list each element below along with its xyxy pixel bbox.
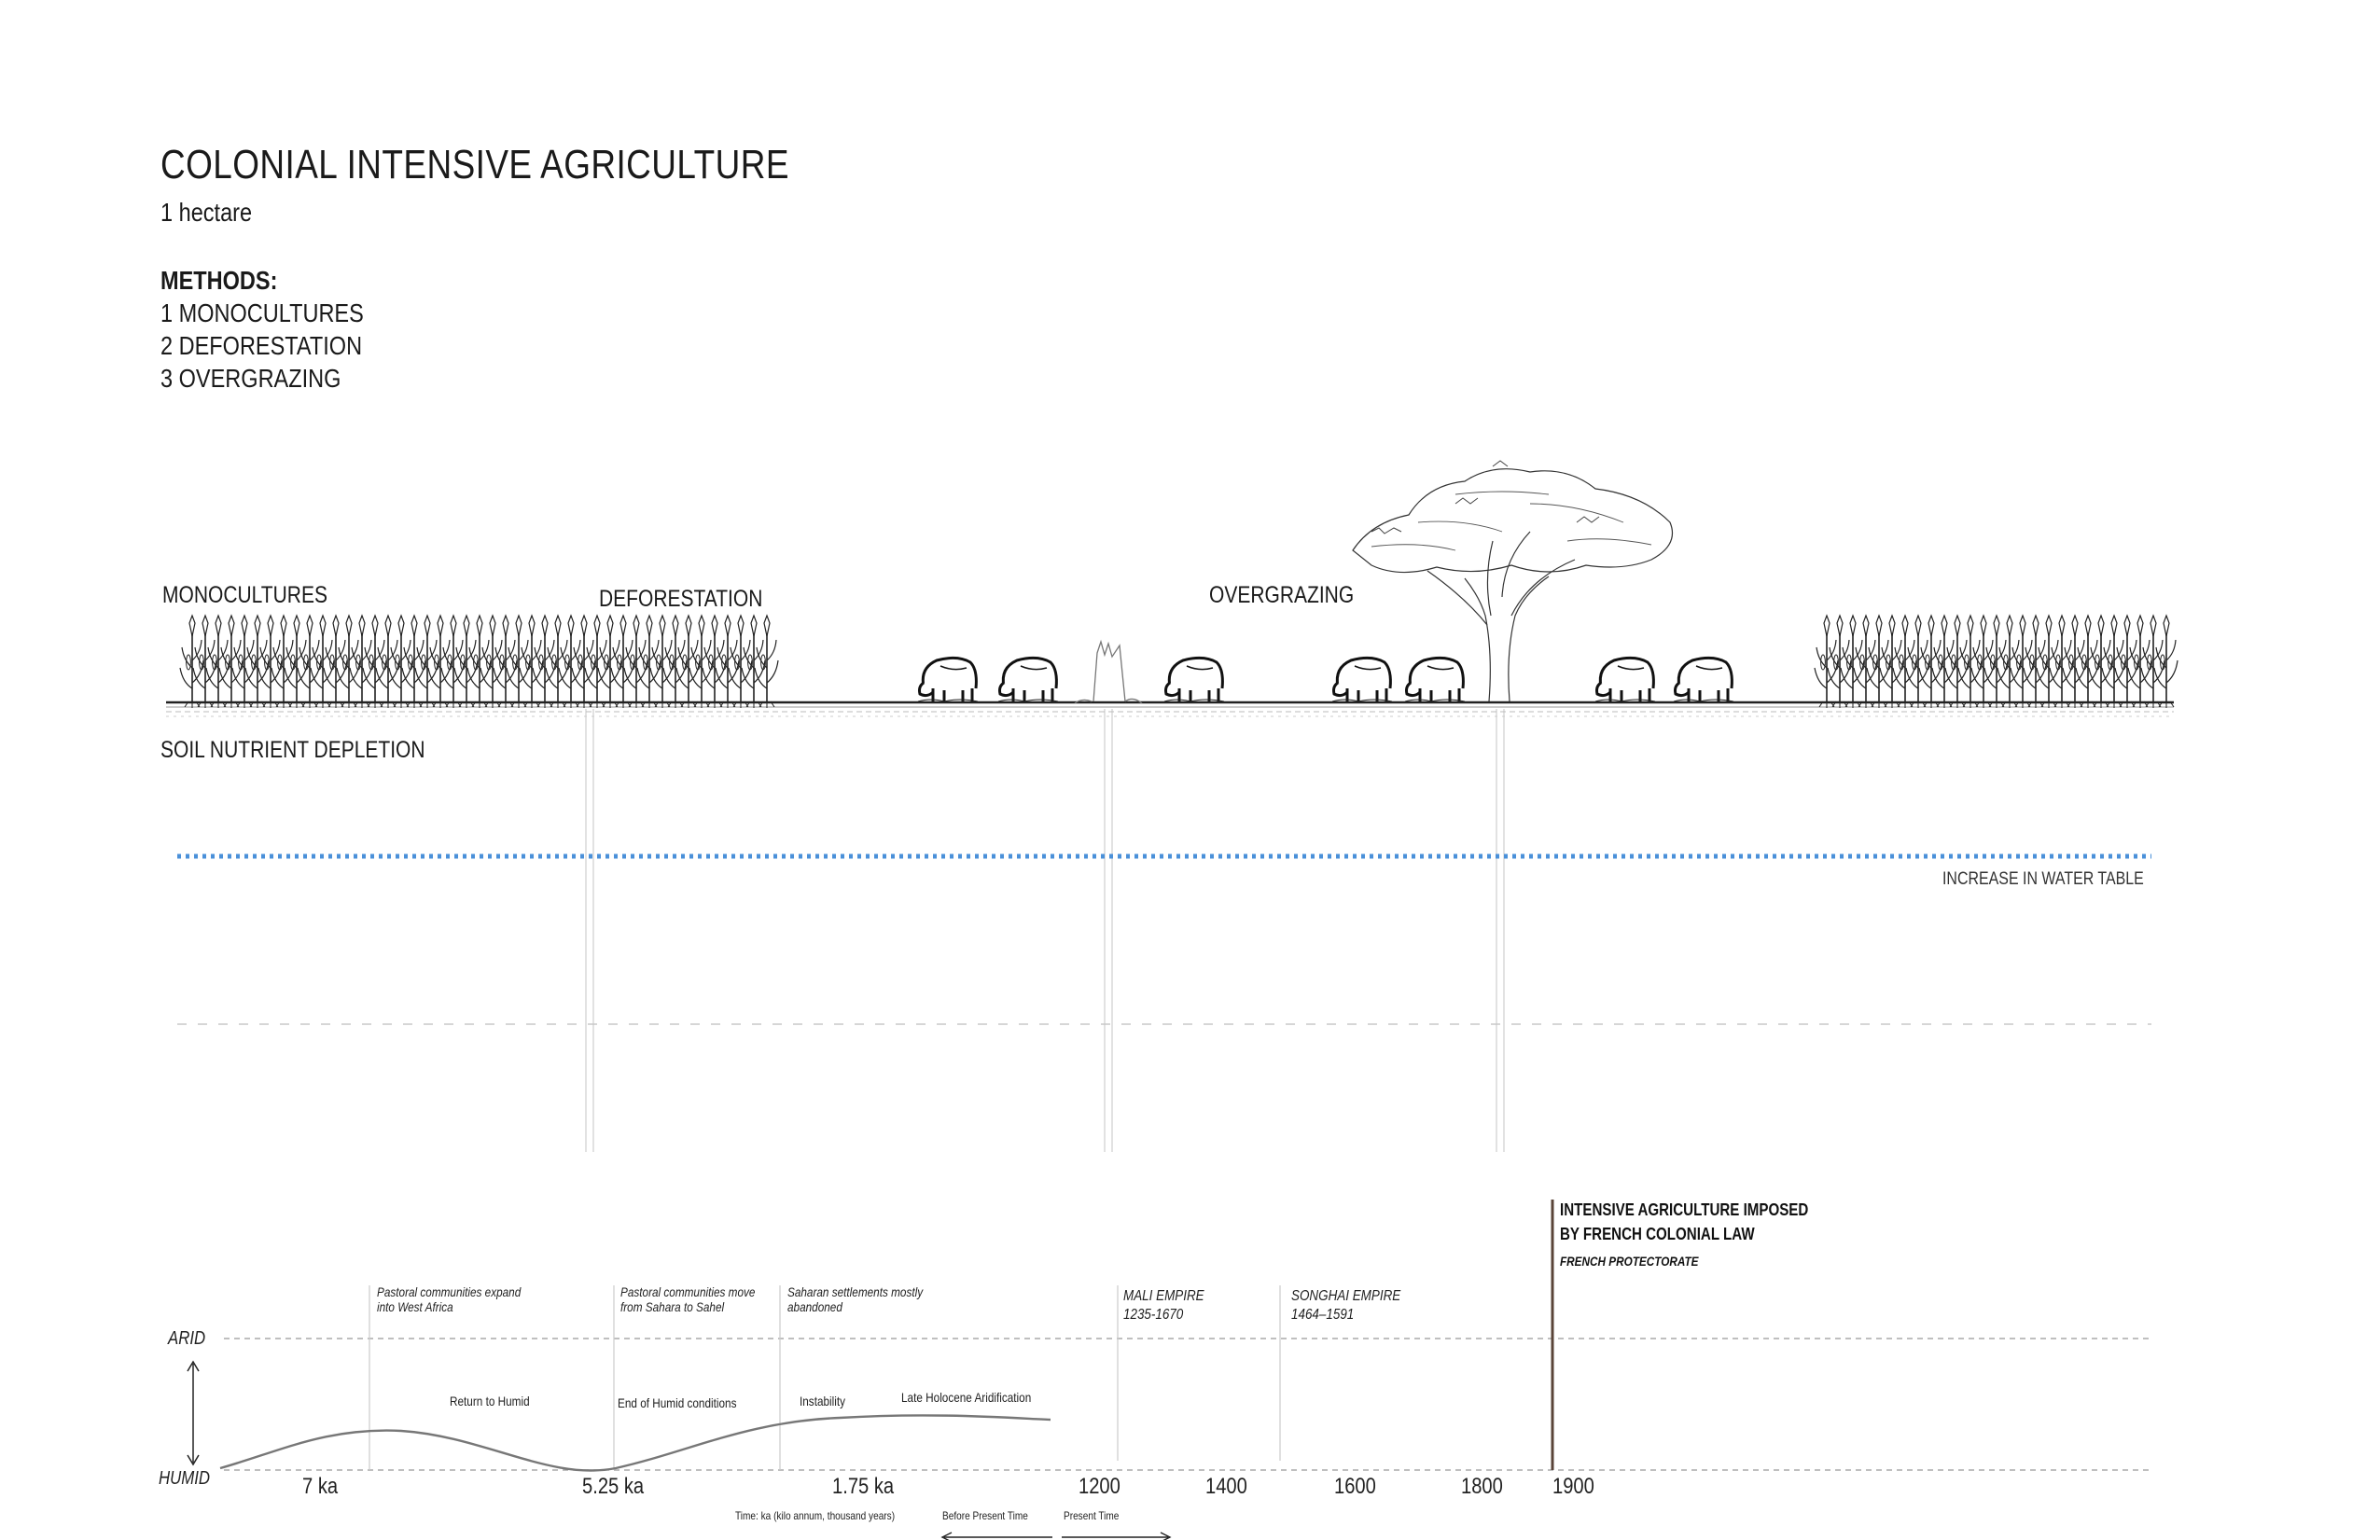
colonial-event: INTENSIVE AGRICULTURE IMPOSED BY FRENCH … xyxy=(1560,1198,1808,1246)
empire-mali: MALI EMPIRE 1235-1670 xyxy=(1123,1287,1204,1325)
methods-heading: METHODS: xyxy=(160,266,278,295)
time-unit-note: Time: ka (kilo annum, thousand years) xyxy=(735,1509,896,1522)
cow-icon xyxy=(996,656,1060,703)
label-water-table: INCREASE IN WATER TABLE xyxy=(1942,869,2144,889)
method-item: 3 OVERGRAZING xyxy=(160,364,341,393)
empire-songhai: SONGHAI EMPIRE 1464–1591 xyxy=(1291,1287,1400,1325)
tick-label: 1.75 ka xyxy=(832,1474,895,1499)
phase-label: Return to Humid xyxy=(450,1394,530,1408)
label-overgrazing: OVERGRAZING xyxy=(1209,582,1355,608)
humid-label: HUMID xyxy=(159,1468,211,1489)
event-label: Saharan settlements mostly abandoned xyxy=(787,1284,924,1314)
cow-icon xyxy=(1672,656,1735,703)
cow-icon xyxy=(1162,656,1226,703)
tick-label: 1400 xyxy=(1205,1474,1247,1499)
cow-icon xyxy=(916,656,980,703)
cow-icon xyxy=(1594,656,1657,703)
cow-icon xyxy=(1403,656,1467,703)
before-present-label: Before Present Time xyxy=(942,1509,1028,1522)
present-label: Present Time xyxy=(1064,1509,1120,1522)
corn-plant-icon xyxy=(2153,615,2178,709)
event-label: Pastoral communities move from Sahara to… xyxy=(620,1284,756,1314)
cow-icon xyxy=(1330,656,1394,703)
tick-label: 5.25 ka xyxy=(582,1474,645,1499)
corn-plant-icon xyxy=(754,615,779,709)
event-label: Pastoral communities expand into West Af… xyxy=(377,1284,522,1314)
acacia-tree-icon xyxy=(1352,460,1674,702)
corn-field-left xyxy=(179,615,779,709)
event-lines xyxy=(369,1285,1281,1470)
tick-label: 1900 xyxy=(1552,1474,1594,1499)
timeline-chart xyxy=(187,1200,2151,1540)
page-title: COLONIAL INTENSIVE AGRICULTURE xyxy=(160,142,789,187)
colonial-line-1: INTENSIVE AGRICULTURE IMPOSED xyxy=(1560,1200,1809,1219)
tick-label: 1600 xyxy=(1334,1474,1376,1499)
method-item: 1 MONOCULTURES xyxy=(160,298,364,327)
arid-label: ARID xyxy=(168,1328,206,1349)
ground-line xyxy=(166,701,2174,717)
empire-years: 1464–1591 xyxy=(1291,1307,1355,1323)
colonial-subtitle: FRENCH PROTECTORATE xyxy=(1560,1254,1699,1269)
tick-label: 1200 xyxy=(1079,1474,1120,1499)
colonial-line-2: BY FRENCH COLONIAL LAW xyxy=(1560,1225,1755,1243)
phase-label: Late Holocene Aridification xyxy=(901,1390,1032,1405)
label-soil-depletion: SOIL NUTRIENT DEPLETION xyxy=(160,737,425,763)
phase-label: Instability xyxy=(800,1394,846,1408)
label-monocultures: MONOCULTURES xyxy=(162,582,327,608)
phase-label: End of Humid conditions xyxy=(618,1395,737,1410)
corn-field-right xyxy=(1814,615,2178,709)
label-deforestation: DEFORESTATION xyxy=(599,586,763,612)
cattle-herd xyxy=(916,656,1735,703)
tick-label: 1800 xyxy=(1461,1474,1503,1499)
empire-name: MALI EMPIRE xyxy=(1123,1288,1204,1304)
climate-curve xyxy=(219,1414,1051,1472)
tree-stump-icon xyxy=(1074,639,1143,704)
guide-lines xyxy=(585,709,1505,1152)
page-subtitle: 1 hectare xyxy=(160,198,253,227)
method-item: 2 DEFORESTATION xyxy=(160,331,363,360)
tick-label: 7 ka xyxy=(302,1474,339,1499)
empire-years: 1235-1670 xyxy=(1123,1307,1184,1323)
empire-name: SONGHAI EMPIRE xyxy=(1291,1288,1401,1304)
